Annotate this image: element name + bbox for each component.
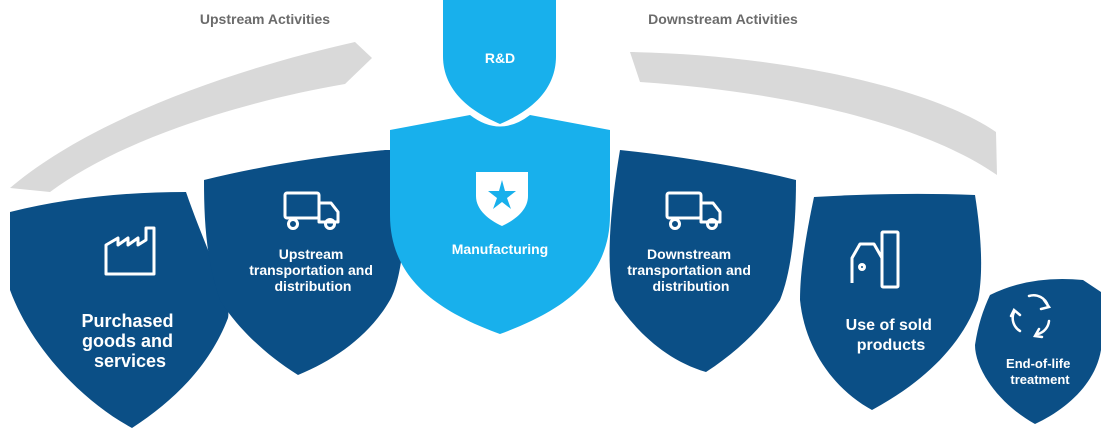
stage-use-of-sold-label: Use of sold products [846,317,937,354]
downstream-arc-arrow [630,52,997,175]
rnd-label: R&D [485,50,515,66]
stage-manufacturing: Manufacturing [390,115,610,334]
stage-purchased-label: Purchased goods and services [81,311,178,371]
stage-use-of-sold-products: Use of sold products [800,193,982,410]
stage-end-of-life: End-of-life treatment [975,279,1101,424]
upstream-activities-header: Upstream Activities [200,11,330,27]
recycle-icon [1009,294,1052,339]
car-charger-icon [850,230,900,289]
stage-upstream-transport: Upstream transportation and distribution [204,150,406,375]
stage-downstream-label: Downstream transportation and distributi… [627,246,755,294]
factory-icon [104,226,156,276]
stage-manufacturing-label: Manufacturing [452,241,548,257]
downstream-activities-header: Downstream Activities [648,11,798,27]
rnd-shield: R&D [443,0,556,124]
truck-icon [665,191,722,230]
star-logo-icon [476,172,528,226]
stage-upstream-label: Upstream transportation and distribution [249,246,377,294]
stage-end-of-life-label: End-of-life treatment [1006,356,1074,387]
upstream-arc-arrow [10,42,372,192]
stage-downstream-transport: Downstream transportation and distributi… [609,150,796,372]
truck-icon [283,191,340,230]
stage-purchased-goods: Purchased goods and services [10,192,229,428]
